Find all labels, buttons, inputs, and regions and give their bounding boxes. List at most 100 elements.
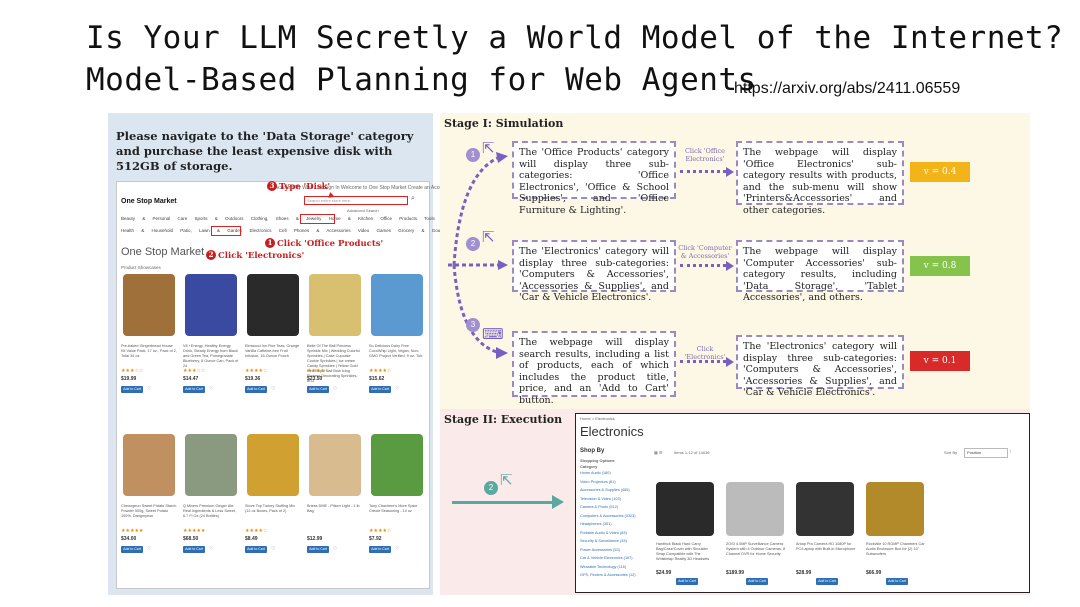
product-title[interactable]: Belle Of The Ball Princess Sprinkle Mix … [307,344,360,383]
nav-row1[interactable]: Beauty & Personal Care Sports & Outdoors… [121,216,498,221]
product-image[interactable] [371,274,423,336]
execution-arrow-head [552,495,564,509]
product-rating: ★★★★★ [121,528,144,534]
category-link[interactable]: Power Accessories (53) [580,547,620,552]
category-link[interactable]: GPS, Finders & Accessories (12) [580,573,636,577]
action-label-2: Click 'Computer & Accessories' [678,244,732,260]
add-to-cart-button[interactable]: Add to Cart [676,578,698,585]
category-link[interactable]: Computers & Accessories (3323) [580,513,636,518]
product-title[interactable]: Q Mixers Premium Ginger Ale: Real Ingred… [183,504,236,518]
product-image[interactable] [247,274,299,336]
stage2-execution-panel: Stage II: Execution 2 ⇱ Home > Electroni… [440,409,1030,595]
add-to-cart-button[interactable]: Add to Cart [121,546,143,553]
wishlist-icon[interactable]: ♡ [147,386,152,392]
add-to-cart-button[interactable]: Add to Cart [307,546,329,553]
category-link[interactable]: Wearable Technology (116) [580,564,627,569]
store-logo[interactable]: One Stop Market [121,198,177,205]
product-image[interactable] [656,482,714,536]
search-icon[interactable]: ⌕ [411,195,415,202]
wishlist-icon[interactable]: ♡ [271,386,276,392]
paper-url[interactable]: https://arxiv.org/abs/2411.06559 [734,80,961,97]
breadcrumb[interactable]: Home > Electronics [580,416,615,421]
sort-by-label: Sort By [944,450,958,455]
add-to-cart-button[interactable]: Add to Cart [245,546,267,553]
product-image[interactable] [726,482,784,536]
wishlist-icon[interactable]: ♡ [147,546,152,552]
stage1-simulation-panel: Stage I: Simulation 1 ⇱ The 'Office Prod… [440,113,1030,409]
wishlist-icon[interactable]: ♡ [395,386,400,392]
search-input[interactable]: Search entire store here... [304,196,408,205]
wishlist-icon[interactable]: ♡ [395,546,400,552]
product-title[interactable]: Elmwood Inn Fine Teas, Orange Vanilla Ca… [245,344,300,358]
nav-row2[interactable]: Health & Household Patio, Lawn & Garden … [121,228,467,233]
add-to-cart-button[interactable]: Add to Cart [886,578,908,585]
wishlist-icon[interactable]: ♡ [209,546,214,552]
add-to-cart-button[interactable]: Add to Cart [816,578,838,585]
wishlist-icon[interactable]: ♡ [271,546,276,552]
product-image[interactable] [309,274,361,336]
add-to-cart-button[interactable]: Add to Cart [245,386,267,393]
product-title[interactable]: Briess DME - Pilsen Light - 1 lb Bag [307,504,360,513]
task-instruction: Please navigate to the 'Data Storage' ca… [116,129,414,173]
wishlist-icon[interactable]: ♡ [209,386,214,392]
category-link[interactable]: Television & Video (103) [580,496,621,501]
category-label: Category [580,464,598,469]
sort-select[interactable]: Position [964,448,1008,458]
product-rating: ★★★★☆ [369,368,392,374]
category-link[interactable]: Headphones (351) [580,522,612,526]
product-image[interactable] [185,274,237,336]
top-links[interactable]: My Account My Wish List Sign In Welcome … [267,185,449,191]
wishlist-icon[interactable]: ♡ [333,386,338,392]
result-box-1: The webpage will display 'Office Electro… [736,141,904,216]
category-link[interactable]: Home Audio (180) [580,471,611,475]
product-title[interactable]: V8 +Energy, Healthy Energy Drink, Steady… [183,344,239,368]
result-box-3: The 'Electronics' category will display … [736,335,904,398]
product-image[interactable] [796,482,854,536]
advanced-search-link[interactable]: Advanced Search [347,208,379,213]
product-image[interactable] [185,434,237,496]
add-to-cart-button[interactable]: Add to Cart [183,546,205,553]
product-title[interactable]: Antop Pro Camera HD 1080P for PC/Laptop … [796,542,856,551]
exec-number: 2 [484,481,498,495]
stage1-label: Stage I: Simulation [444,117,564,130]
add-to-cart-button[interactable]: Add to Cart [307,386,329,393]
add-to-cart-button[interactable]: Add to Cart [183,386,205,393]
product-price: $8.49 [245,536,258,542]
product-title[interactable]: So Delicious Dairy Free CocoWhip Light, … [369,344,423,358]
slide-title-line1: Is Your LLM Secretly a World Model of th… [86,20,1064,56]
grid-toggle-icon[interactable]: ▦ ☰ [654,450,663,455]
category-link[interactable]: Car & Vehicle Electronics (167) [580,556,633,560]
product-price: $7.92 [369,536,382,542]
category-link[interactable]: Video Projectors (61) [580,479,616,484]
product-image[interactable] [123,274,175,336]
product-price: $19.99 [121,376,137,382]
category-link[interactable]: Security & Surveillance (45) [580,539,627,543]
wishlist-icon[interactable]: ♡ [333,546,338,552]
product-title[interactable]: Tony Chachere's More Spice Creole Season… [369,504,418,513]
highlight-office-products [300,214,335,224]
product-image[interactable] [309,434,361,496]
stage2-label: Stage II: Execution [444,413,563,426]
add-to-cart-button[interactable]: Add to Cart [121,386,143,393]
category-link[interactable]: Accessories & Supplies (465) [580,488,630,492]
product-image[interactable] [247,434,299,496]
product-title[interactable]: Rockville 10 RGMP Chambers Car Audio Enc… [866,542,925,556]
product-title[interactable]: Cheongeun Sweet Potato Starch Powder 500… [121,504,177,518]
add-to-cart-button[interactable]: Add to Cart [369,386,391,393]
category-link[interactable]: Camera & Photo (512) [580,505,618,509]
category-link[interactable]: Portable Audio & Video (83) [580,530,627,535]
product-title[interactable]: Hanthick Black Hard Carry Bag/Case/Cover… [656,542,710,561]
product-title[interactable]: ZOSI 4.0MP Surveillance Camera System wi… [726,542,786,556]
product-title[interactable]: Pre-baked Gingerbread House Kit Value Pa… [121,344,177,358]
arrow-2 [680,264,726,270]
add-to-cart-button[interactable]: Add to Cart [746,578,768,585]
add-to-cart-button[interactable]: Add to Cart [369,546,391,553]
action-label-3: Click 'Electronics' [684,345,726,361]
value-badge-2: v = 0.8 [910,256,970,276]
sort-direction-icon[interactable]: ↑ [1009,449,1012,455]
product-image[interactable] [123,434,175,496]
product-image[interactable] [371,434,423,496]
product-title[interactable]: Stove Top Turkey Stuffing Mix (12 oz Box… [245,504,296,513]
product-image[interactable] [866,482,924,536]
